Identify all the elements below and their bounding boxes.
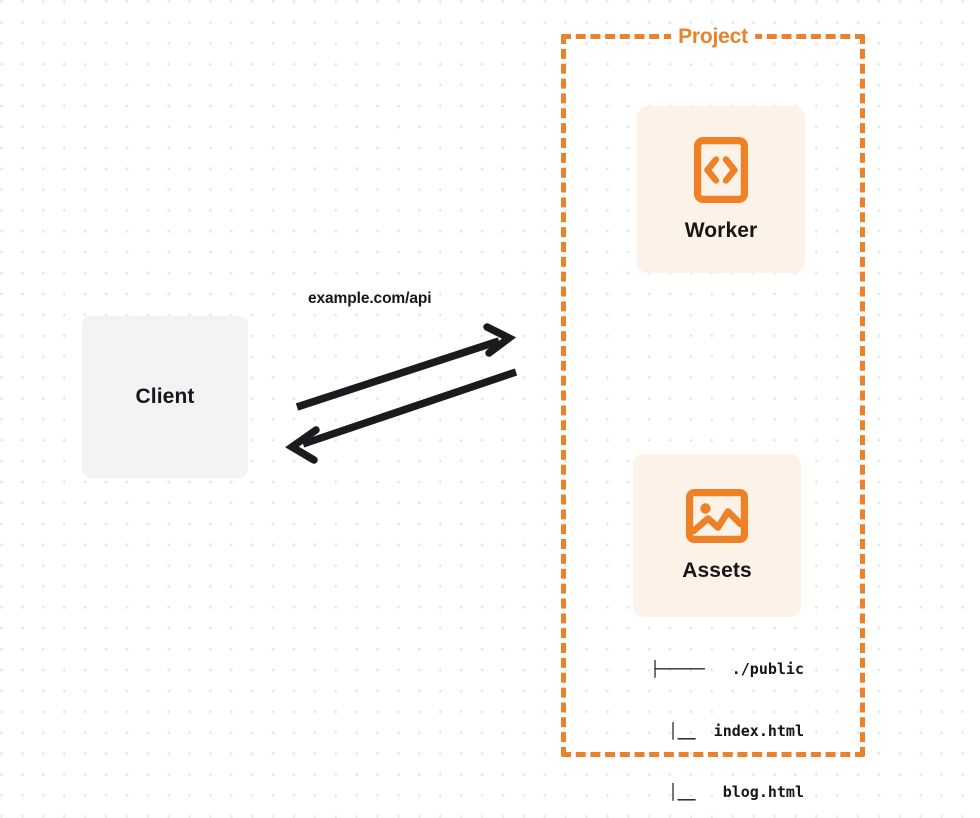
worker-label: Worker [684, 218, 758, 242]
request-arrow [295, 323, 517, 411]
client-label: Client [135, 385, 195, 408]
file-tree-row: ├───── ./public [650, 660, 804, 678]
assets-file-tree: ├───── ./public │__ index.html │__ blog.… [608, 618, 804, 818]
file-tree-row: │__ index.html [632, 721, 804, 740]
response-arrow [285, 368, 518, 464]
assets-node[interactable]: Assets [633, 454, 801, 617]
code-brackets-icon [693, 136, 748, 203]
assets-label: Assets [682, 558, 752, 582]
project-container: Project Worker Assets [561, 25, 865, 757]
worker-node[interactable]: Worker [637, 106, 805, 273]
connection-label: example.com/api [308, 290, 432, 307]
client-node[interactable]: Client [82, 316, 248, 478]
file-tree-row: │__ blog.html [632, 783, 804, 801]
image-picture-icon [685, 488, 748, 543]
project-title: Project [671, 25, 755, 49]
